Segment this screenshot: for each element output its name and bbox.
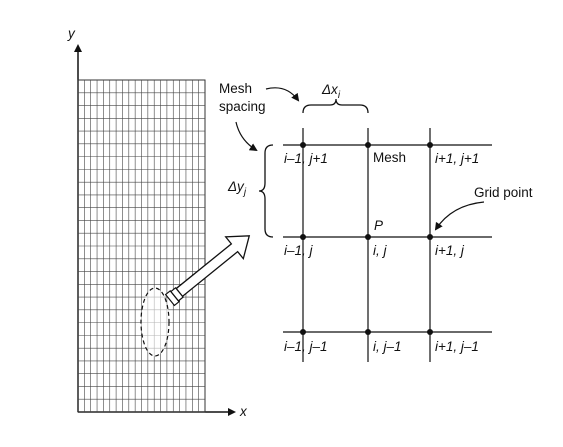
grid-point-leader — [434, 201, 485, 231]
y-axis-label: y — [67, 26, 76, 41]
zoom-region-ellipse — [140, 287, 170, 357]
mesh-spacing-label-line1: Mesh — [219, 81, 252, 96]
grid-node-mid-center — [365, 234, 371, 240]
node-label-top-left: i–1, j+1 — [284, 151, 328, 166]
delta-y-subscript: j — [242, 187, 247, 198]
mesh-label: Mesh — [373, 150, 406, 165]
node-label-mid-right: i+1, j — [435, 243, 465, 258]
magnify-arrow — [164, 235, 251, 307]
delta-x-symbol: Δx — [321, 82, 339, 97]
grid-node-bot-left — [300, 329, 306, 335]
delta-x-label: Δxi — [321, 82, 341, 101]
node-label-bot-center: i, j–1 — [373, 339, 402, 354]
stencil-grid — [283, 128, 492, 362]
delta-x-brace — [302, 98, 369, 114]
grid-point-label: Grid point — [474, 185, 533, 200]
grid-node-mid-right — [427, 234, 433, 240]
node-label-bot-left: i–1, j–1 — [284, 339, 328, 354]
grid-node-mid-left — [300, 234, 306, 240]
mesh-spacing-leader-y — [235, 121, 258, 152]
delta-y-brace — [258, 144, 274, 238]
delta-x-subscript: i — [338, 90, 341, 101]
grid-node-top-center — [365, 142, 371, 148]
delta-y-symbol: Δy — [227, 179, 245, 194]
x-axis-label: x — [239, 404, 248, 419]
node-label-bot-right: i+1, j–1 — [435, 339, 479, 354]
grid-node-bot-center — [365, 329, 371, 335]
node-label-mid-center: i, j — [373, 243, 388, 258]
grid-node-top-left — [300, 142, 306, 148]
grid-node-top-right — [427, 142, 433, 148]
node-label-top-right: i+1, j+1 — [435, 151, 479, 166]
mesh-spacing-leader-x — [265, 87, 300, 102]
delta-y-label: Δyj — [227, 179, 247, 198]
point-p-label: P — [374, 218, 383, 233]
mesh-block — [77, 79, 206, 413]
grid-node-bot-right — [427, 329, 433, 335]
node-label-mid-left: i–1, j — [284, 243, 314, 258]
mesh-spacing-label-line2: spacing — [219, 99, 266, 114]
